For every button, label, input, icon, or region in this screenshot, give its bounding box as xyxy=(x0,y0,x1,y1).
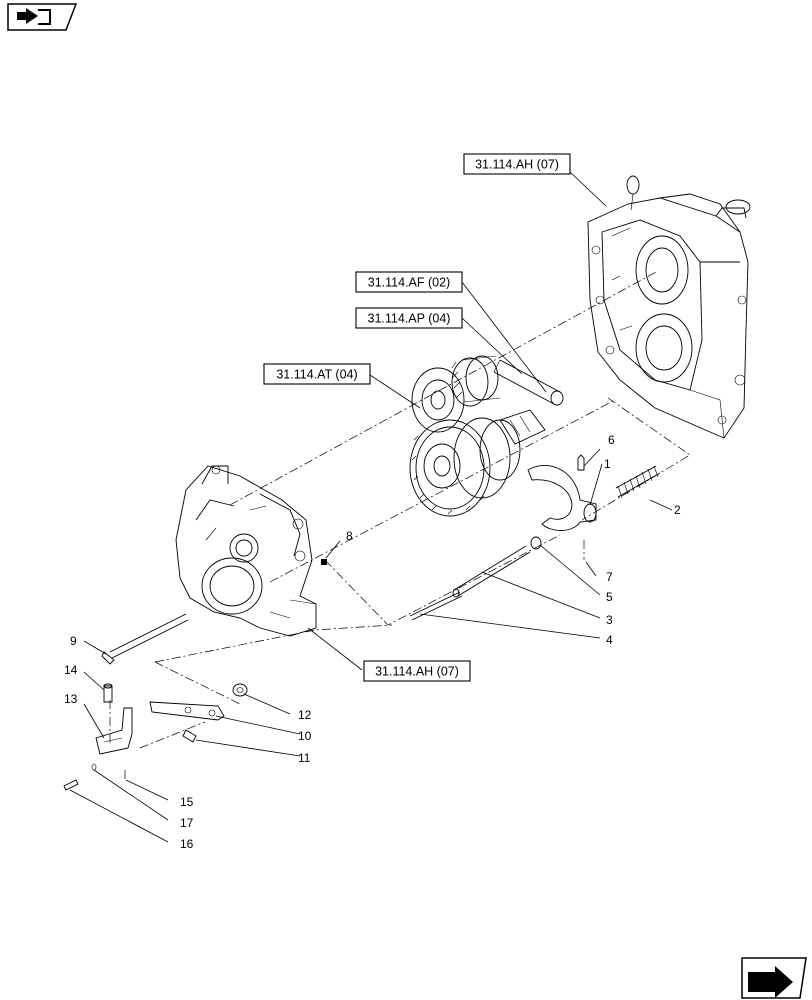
nut xyxy=(232,683,248,697)
shift-rod xyxy=(409,591,463,621)
compression-spring xyxy=(615,465,661,499)
callout-3: 3 xyxy=(606,613,613,627)
callout-5: 5 xyxy=(606,590,613,604)
callout-11: 11 xyxy=(298,751,311,765)
callout-8: 8 xyxy=(346,529,353,543)
svg-text:31.114.AH (07): 31.114.AH (07) xyxy=(375,665,459,679)
book-arrow-icon[interactable] xyxy=(7,3,78,31)
callout-15: 15 xyxy=(180,795,194,809)
callout-13: 13 xyxy=(64,692,78,706)
svg-text:31.114.AT (04): 31.114.AT (04) xyxy=(276,368,357,382)
svg-text:31.114.AH (07): 31.114.AH (07) xyxy=(475,158,559,172)
ref-af[interactable]: 31.114.AF (02) xyxy=(355,271,463,293)
ref-ah-top[interactable]: 31.114.AH (07) xyxy=(463,153,571,175)
callout-10: 10 xyxy=(298,729,312,743)
assembly-lines xyxy=(109,271,691,780)
leader-lines xyxy=(69,171,673,843)
callout-14: 14 xyxy=(64,663,78,677)
shift-rail xyxy=(452,545,531,598)
svg-text:31.114.AF (02): 31.114.AF (02) xyxy=(368,276,450,290)
rear-housing xyxy=(587,175,751,439)
bracket xyxy=(95,707,133,755)
callout-16: 16 xyxy=(180,837,194,851)
callout-2: 2 xyxy=(674,503,681,517)
gear-cluster xyxy=(409,355,564,517)
callout-12: 12 xyxy=(298,708,312,722)
callout-17: 17 xyxy=(180,816,194,830)
detent-pin xyxy=(577,454,585,471)
lever xyxy=(149,701,225,721)
pin xyxy=(103,683,113,703)
callout-9: 9 xyxy=(70,634,77,648)
callout-labels: 1 2 3 4 5 6 7 8 9 10 11 12 13 14 15 16 1… xyxy=(64,433,681,851)
callout-4: 4 xyxy=(606,633,613,647)
svg-text:31.114.AP (04): 31.114.AP (04) xyxy=(368,312,451,326)
return-arrow-icon[interactable] xyxy=(741,957,807,999)
shift-fork xyxy=(527,465,597,531)
ref-ah-bottom[interactable]: 31.114.AH (07) xyxy=(363,660,471,682)
ref-at[interactable]: 31.114.AT (04) xyxy=(263,363,371,385)
front-housing xyxy=(175,465,317,637)
callout-6: 6 xyxy=(608,433,615,447)
long-bolt xyxy=(101,613,189,665)
callout-7: 7 xyxy=(606,570,613,584)
snap-ring xyxy=(530,536,542,550)
set-screw xyxy=(182,729,197,743)
small-screw xyxy=(63,779,79,791)
plug xyxy=(321,559,327,565)
ref-ap[interactable]: 31.114.AP (04) xyxy=(355,307,463,329)
callout-1: 1 xyxy=(604,457,611,471)
washer xyxy=(91,763,97,771)
